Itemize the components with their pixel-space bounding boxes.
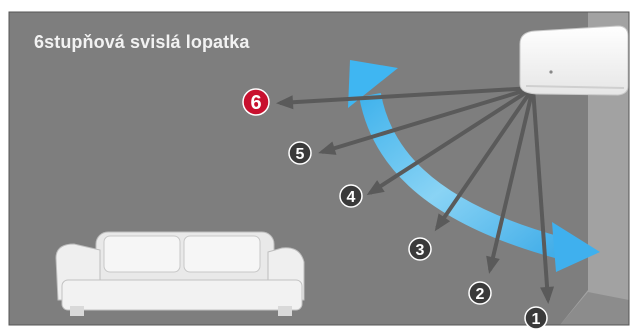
vane-arrow-1	[531, 87, 550, 301]
vane-arrowhead-2	[486, 255, 500, 274]
step-badge-4	[339, 184, 363, 208]
vane-arrow-3	[435, 86, 535, 230]
vane-arrows	[276, 86, 555, 304]
floor-corner	[560, 292, 629, 325]
step-badge-3	[408, 237, 432, 261]
air-conditioner-icon	[519, 25, 629, 96]
step-label-5: 5	[296, 146, 305, 163]
step-label-3: 3	[416, 242, 425, 259]
vane-arrow-6	[279, 86, 534, 105]
step-label-6: 6	[250, 92, 261, 114]
step-badge-5	[288, 141, 312, 165]
sofa-icon	[55, 231, 305, 316]
vane-arrowhead-4	[366, 180, 385, 196]
step-label-2: 2	[476, 286, 485, 303]
vane-arrow-5	[321, 86, 534, 154]
step-label-4: 4	[347, 189, 356, 206]
vane-arrowhead-3	[434, 213, 451, 232]
vane-arrow-2	[488, 87, 535, 271]
vane-arrowhead-5	[318, 141, 337, 155]
step-label-1: 1	[532, 311, 541, 328]
step-badge-2	[468, 281, 492, 305]
frame-border	[8, 11, 630, 326]
airflow-icon	[348, 60, 600, 272]
page-title: 6stupňová svislá lopatka	[34, 32, 250, 52]
step-badges: 6 5 4 3 2 1	[242, 88, 548, 330]
step-badge-6	[242, 88, 270, 116]
vane-arrowhead-1	[540, 286, 555, 304]
step-badge-1	[524, 306, 548, 330]
vane-arrow-4	[368, 86, 535, 195]
vane-arrowhead-6	[276, 95, 294, 110]
